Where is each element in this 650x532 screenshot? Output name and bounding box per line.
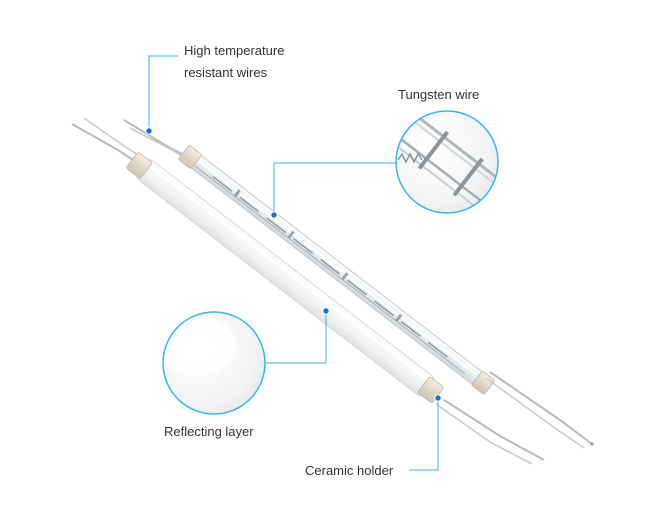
label-high-temperature-wires: High temperature resistant wires	[184, 40, 284, 84]
callout-line-reflecting	[265, 311, 327, 364]
quartz-tube	[123, 119, 594, 449]
label-reflecting-layer: Reflecting layer	[164, 424, 254, 439]
label-high-temperature-line2: resistant wires	[184, 65, 268, 80]
label-high-temperature-line1: High temperature	[184, 43, 285, 58]
dot-high-temp	[145, 127, 153, 135]
dot-reflecting	[322, 307, 330, 315]
dot-ceramic	[434, 394, 442, 402]
dot-tungsten	[270, 211, 278, 219]
callout-line-tungsten	[273, 162, 396, 215]
callouts	[148, 55, 439, 471]
label-tungsten-wire: Tungsten wire	[398, 87, 480, 102]
callout-line-ceramic	[409, 398, 439, 471]
callout-dots	[145, 127, 442, 402]
callout-line-high-temp	[148, 55, 178, 131]
reflecting-layer-magnifier	[162, 311, 266, 415]
tungsten-wire-magnifier	[395, 110, 499, 214]
label-ceramic-holder: Ceramic holder	[305, 463, 394, 478]
